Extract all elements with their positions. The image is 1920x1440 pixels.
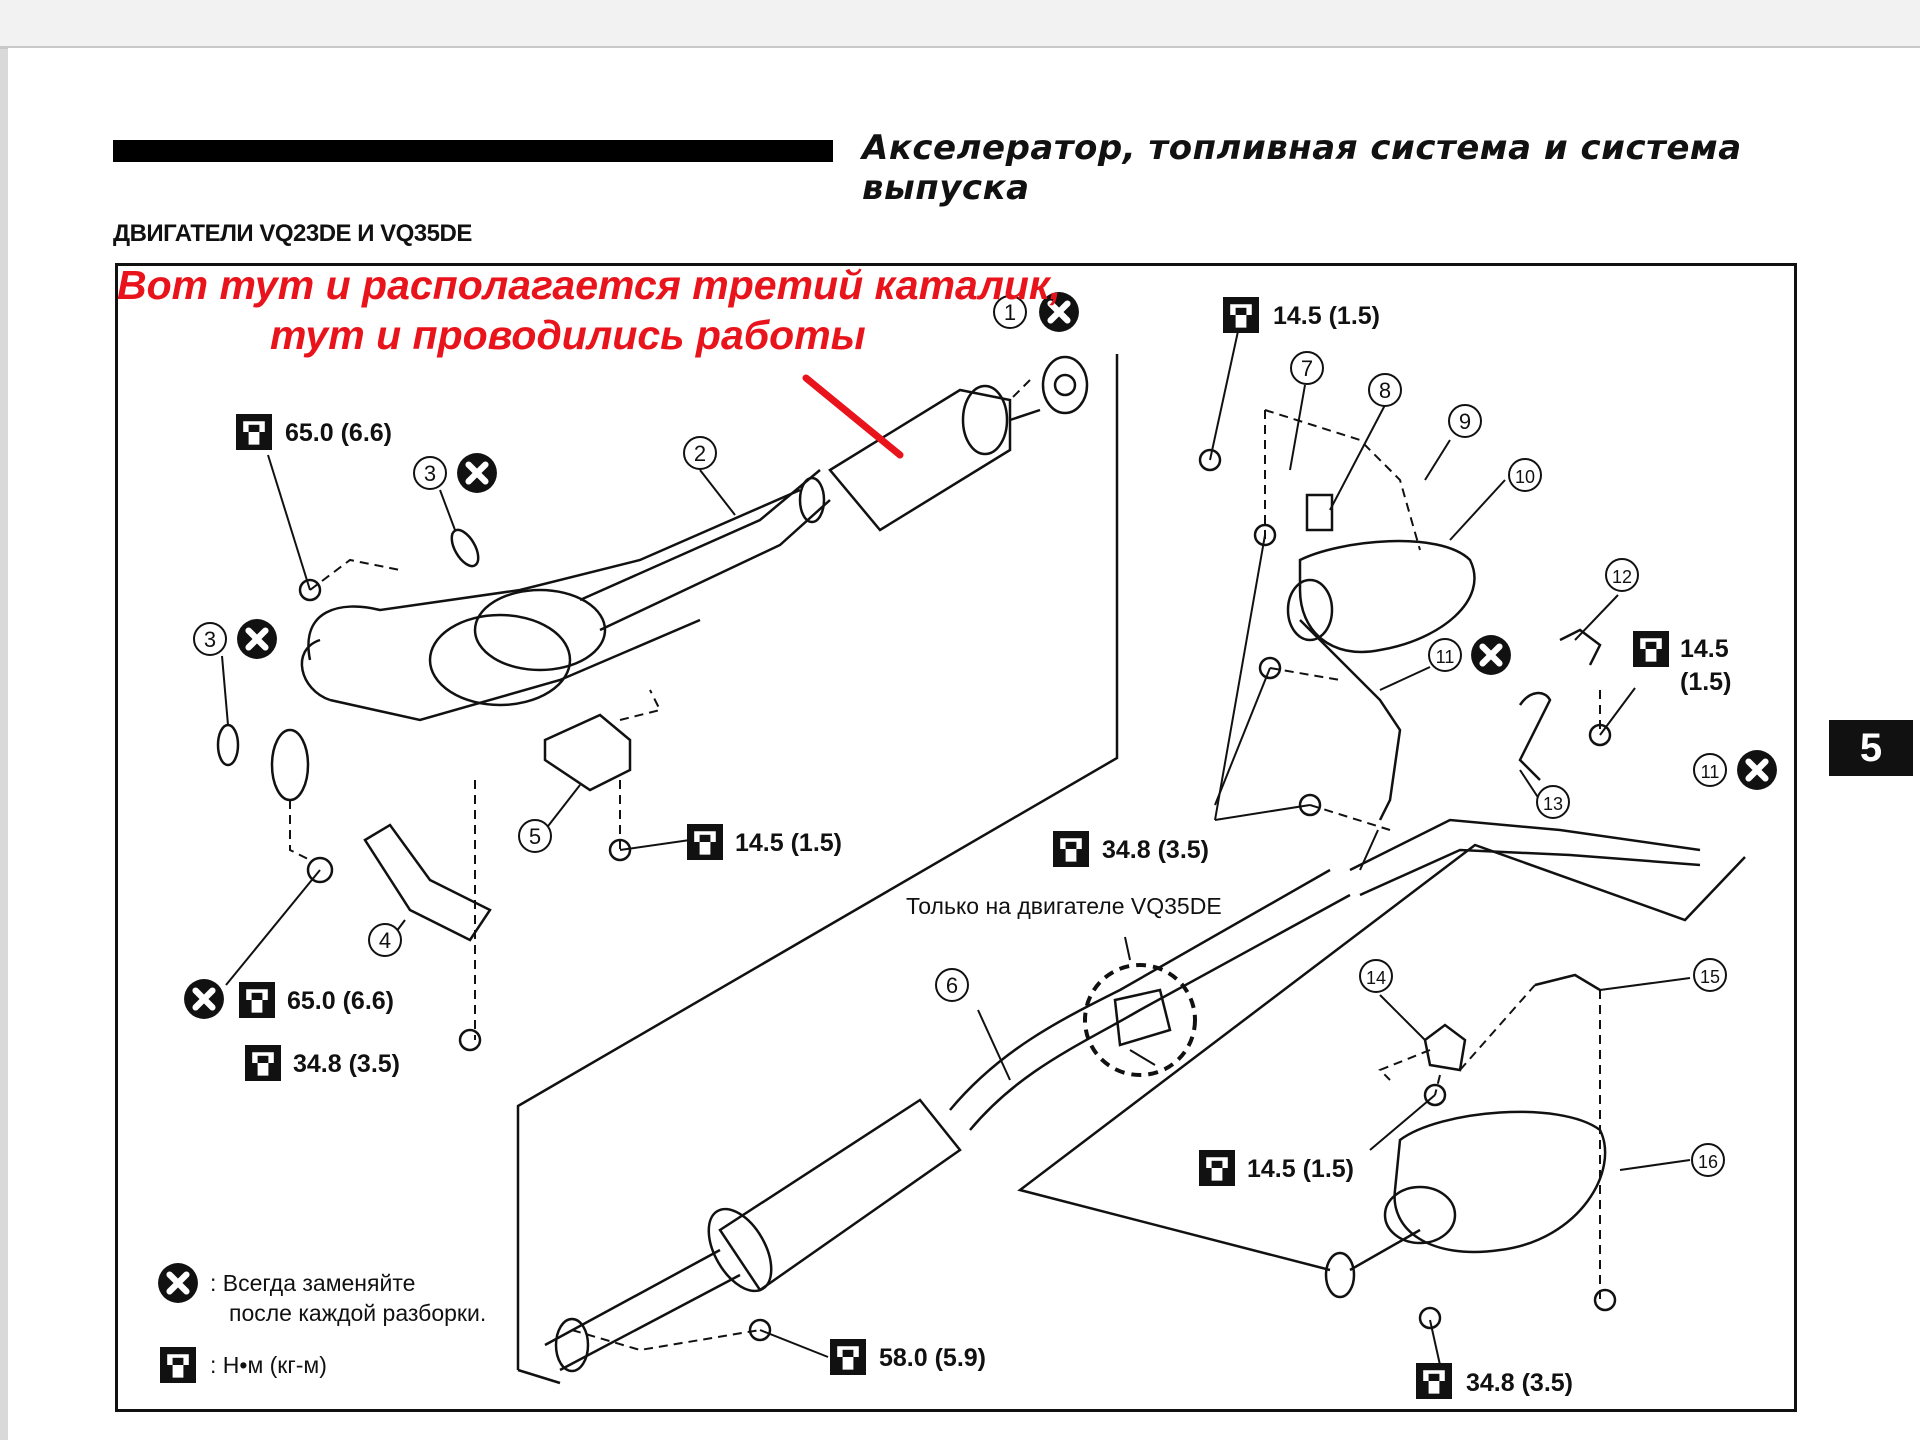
legend-replace-line2: после каждой разборки. [229,1300,486,1326]
callout-4-num: 4 [379,928,391,953]
callout-15 [1693,958,1727,992]
callout-11b [1693,753,1727,787]
callout-circles [193,295,1727,1177]
callout-12-num: 12 [1612,567,1632,587]
torque-label: 14.5 (1.5) [735,829,842,857]
torque-icons [160,297,1669,1399]
section-heading: ДВИГАТЕЛИ VQ23DE И VQ35DE [113,220,472,247]
torque-labels: 65.0 (6.6) 65.0 (6.6) 34.8 (3.5) 14.5 (1… [285,302,1731,1397]
viewer-top-bar [0,0,1920,49]
callout-15-num: 15 [1700,967,1720,987]
callout-8 [1368,373,1402,407]
diagram-frame [115,263,1797,1412]
header-rule [113,140,833,162]
callout-3a-num: 3 [424,461,436,486]
replace-icons [158,292,1777,1303]
torque-wrench-icon [1053,831,1089,867]
callout-6-num: 6 [946,973,958,998]
replace-always-icon [158,1263,198,1303]
callout-6 [935,968,969,1002]
callout-11b-num: 11 [1701,762,1720,782]
chapter-tab: 5 [1829,720,1913,776]
callout-16 [1691,1143,1725,1177]
replace-always-icon [237,619,277,659]
torque-wrench-icon [1633,631,1669,667]
callout-5 [518,819,552,853]
legend: : Всегда заменяйте после каждой разборки… [210,1270,486,1378]
callout-13-num: 13 [1543,794,1563,814]
callout-3b-num: 3 [204,627,216,652]
callout-9 [1448,404,1482,438]
torque-label: 65.0 (6.6) [285,419,392,447]
torque-wrench-icon [1199,1150,1235,1186]
assembly-lines [289,379,1601,1352]
callout-3a [413,456,447,490]
replace-always-icon [184,979,224,1019]
vq35de-note: Только на двигателе VQ35DE [906,893,1222,919]
callout-9-num: 9 [1459,409,1471,434]
callout-8-num: 8 [1379,378,1391,403]
torque-wrench-icon [239,982,275,1018]
callout-14-num: 14 [1366,968,1386,988]
annotation-line-1: Вот тут и располагается третий каталик, [117,262,1062,308]
torque-label: 34.8 (3.5) [1466,1369,1573,1397]
torque-label: 14.5 (1.5) [1247,1155,1354,1183]
callout-10 [1508,458,1542,492]
annotation-line-2: тут и проводились работы [270,312,866,358]
callout-10-num: 10 [1515,467,1535,487]
legend-replace-line1: : Всегда заменяйте [210,1270,415,1296]
torque-wrench-icon [160,1347,196,1383]
callout-11a [1428,638,1462,672]
callout-16-num: 16 [1698,1152,1718,1172]
callout-11a-num: 11 [1436,647,1455,667]
torque-label: 34.8 (3.5) [293,1050,400,1078]
torque-wrench-icon [245,1045,281,1081]
callout-12 [1605,558,1639,592]
torque-label: 14.5 [1680,635,1729,663]
torque-wrench-icon [687,824,723,860]
page-header-title: Акселератор, топливная система и система… [862,128,1742,208]
callout-14 [1359,959,1393,993]
callout-3b [193,622,227,656]
callout-7-num: 7 [1301,356,1313,381]
red-pointer-arrow [802,374,904,459]
replace-always-icon [457,453,497,493]
callout-5-num: 5 [529,824,541,849]
torque-label: 14.5 (1.5) [1273,302,1380,330]
callout-1 [993,295,1027,329]
callout-numbers: 1 2 3 3 4 5 6 7 8 9 10 11 11 12 13 14 15… [204,300,1720,1172]
torque-label: (1.5) [1680,668,1731,696]
diagram-lines [216,354,1746,1385]
torque-label: 65.0 (6.6) [287,987,394,1015]
torque-wrench-icon [236,414,272,450]
callout-4 [368,923,402,957]
legend-unit: : Н•м (кг-м) [210,1352,327,1378]
callout-2 [683,436,717,470]
replace-always-icon [1471,635,1511,675]
torque-wrench-icon [1223,297,1259,333]
torque-label: 58.0 (5.9) [879,1344,986,1372]
torque-wrench-icon [830,1339,866,1375]
callout-13 [1536,785,1570,819]
callout-1-num: 1 [1004,300,1016,325]
replace-always-icon [1737,750,1777,790]
callout-2-num: 2 [694,441,706,466]
torque-wrench-icon [1416,1363,1452,1399]
callout-7 [1290,351,1324,385]
torque-label: 34.8 (3.5) [1102,836,1209,864]
